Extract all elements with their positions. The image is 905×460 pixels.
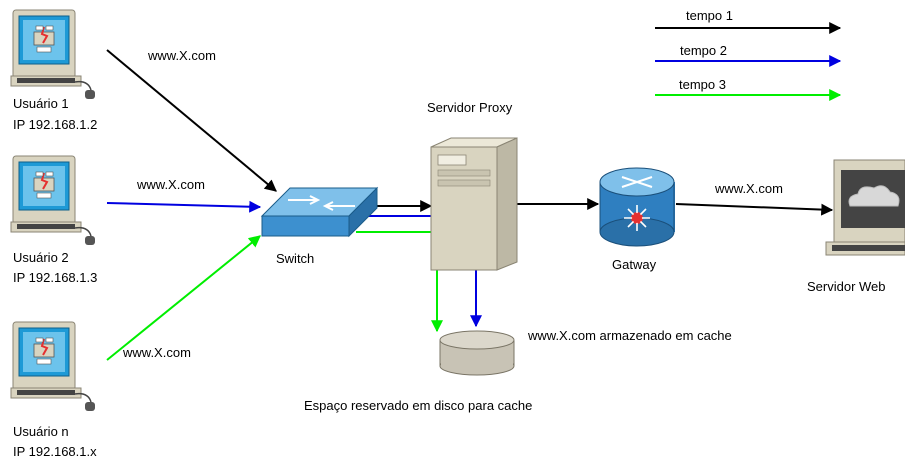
user2-request-label: www.X.com — [137, 177, 205, 192]
switch-label: Switch — [276, 251, 315, 266]
link-usern-switch — [106, 235, 261, 361]
workstation-icon — [10, 155, 96, 246]
user2-name: Usuário 2 — [13, 250, 69, 265]
gateway-request-label: www.X.com — [715, 181, 783, 196]
link-switch-cache-green — [356, 231, 443, 333]
legend-label-tempo1: tempo 1 — [686, 8, 733, 23]
proxy-label: Servidor Proxy — [427, 100, 513, 115]
user1-ip: IP 192.168.1.2 — [13, 117, 98, 132]
legend-label-tempo3: tempo 3 — [679, 77, 726, 92]
disk-cylinder-icon — [439, 330, 515, 376]
web-server-label: Servidor Web — [807, 279, 886, 294]
legend-label-tempo2: tempo 2 — [680, 43, 727, 58]
link-gateway-webserver — [675, 203, 834, 216]
switch-icon — [260, 186, 379, 238]
server-tower-icon — [430, 137, 518, 271]
usern-ip: IP 192.168.1.x — [13, 444, 97, 459]
link-user1-switch — [106, 49, 277, 192]
cache-disk-label: Espaço reservado em disco para cache — [304, 398, 533, 413]
legend: tempo 1 tempo 2 tempo 3 — [655, 8, 842, 101]
usern-request-label: www.X.com — [123, 345, 191, 360]
link-user2-switch — [106, 200, 262, 213]
user2-ip: IP 192.168.1.3 — [13, 270, 98, 285]
workstation-icon — [10, 9, 96, 100]
cloud-monitor-icon — [825, 159, 905, 256]
router-icon — [599, 167, 675, 247]
user1-name: Usuário 1 — [13, 96, 69, 111]
user1-request-label: www.X.com — [148, 48, 216, 63]
usern-name: Usuário n — [13, 424, 69, 439]
cache-stored-label: www.X.com armazenado em cache — [528, 328, 732, 343]
workstation-icon — [10, 321, 96, 412]
gateway-label: Gatway — [612, 257, 657, 272]
